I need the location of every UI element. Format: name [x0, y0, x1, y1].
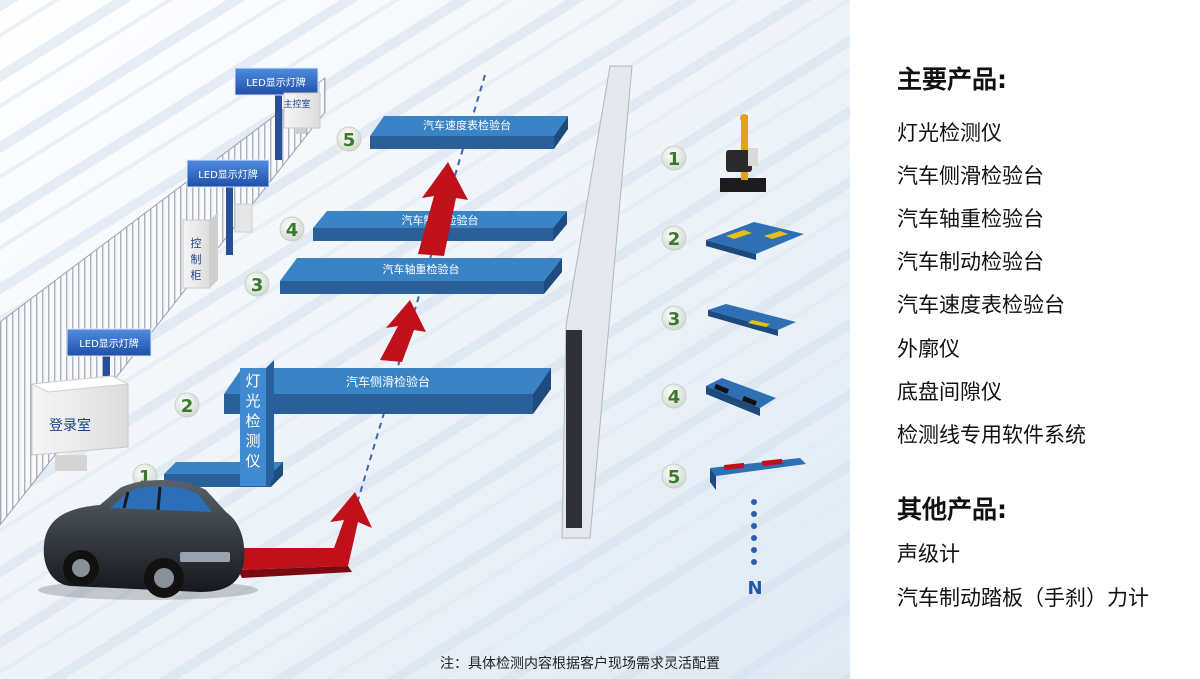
equipment-badge-5: 5	[661, 463, 687, 489]
main-product-item: 汽车轴重检验台	[897, 207, 1044, 231]
equipment-badge-3: 3	[661, 305, 687, 331]
step-badge-2: 2	[174, 392, 200, 418]
step-number: 4	[668, 387, 681, 408]
arrow-up-2	[418, 162, 468, 256]
step-number: 2	[668, 229, 681, 250]
equipment-badge-1: 1	[661, 145, 687, 171]
led-sign-top: LED显示灯牌	[234, 67, 319, 160]
main-control-room: 主控室	[283, 92, 321, 134]
control-cabinet-char: 控	[191, 236, 202, 250]
step-number: 2	[181, 396, 194, 417]
main-product-item: 汽车速度表检验台	[897, 293, 1065, 317]
equipment-brake-tester	[706, 378, 776, 416]
other-product-item: 声级计	[897, 542, 960, 566]
login-room-label: 登录室	[49, 417, 91, 434]
step-number: 3	[251, 275, 264, 296]
main-product-item: 汽车侧滑检验台	[897, 164, 1044, 188]
main-product-item: 底盘间隙仪	[897, 380, 1002, 404]
platform-label-side-slip: 汽车侧滑检验台	[346, 374, 430, 389]
step-badge-5: 5	[336, 126, 362, 152]
light-tester-column: 灯 光 检 测 仪	[240, 360, 274, 486]
light-tester-char: 检	[245, 412, 260, 430]
step-number: 1	[668, 149, 681, 170]
light-tester-char: 测	[245, 432, 260, 450]
led-sign-middle: LED显示灯牌	[186, 159, 270, 255]
continuation-dots	[751, 499, 757, 565]
right-wall-dark-face	[566, 330, 582, 528]
equipment-side-slip-plate	[706, 222, 804, 260]
light-tester-char: 仪	[245, 452, 260, 470]
platform-side-slip: 汽车侧滑检验台	[224, 368, 551, 414]
control-cabinet: 控 制 柜	[182, 203, 253, 289]
inspection-line-diagram: 汽车侧滑检验台 灯 光 检 测 仪 汽车轴重检验台 汽车制动检验台 汽车速度表检…	[0, 0, 850, 679]
step-number: 5	[668, 467, 681, 488]
light-tester-char: 光	[245, 392, 260, 410]
car	[38, 480, 258, 600]
end-label-n: N	[747, 578, 762, 599]
other-product-item: 汽车制动踏板（手刹）力计	[897, 586, 1149, 610]
equipment-axle-weight-plate	[708, 304, 796, 336]
main-product-item: 汽车制动检验台	[897, 250, 1044, 274]
main-product-item: 检测线专用软件系统	[897, 423, 1086, 447]
control-cabinet-char: 柜	[191, 269, 202, 282]
platform-axle-weight: 汽车轴重检验台	[280, 258, 562, 294]
led-sign-label: LED显示灯牌	[79, 337, 139, 350]
step-number: 4	[286, 220, 299, 241]
main-product-item: 外廓仪	[897, 337, 960, 361]
light-tester-char: 灯	[245, 372, 260, 390]
led-sign-bottom: LED显示灯牌	[66, 328, 152, 376]
equipment-light-tester	[720, 114, 766, 192]
step-number: 5	[343, 130, 356, 151]
equipment-badge-2: 2	[661, 225, 687, 251]
led-sign-label: LED显示灯牌	[198, 168, 258, 181]
main-products-title: 主要产品:	[897, 65, 1007, 94]
login-room: 登录室	[30, 375, 130, 471]
equipment-badge-4: 4	[661, 383, 687, 409]
arrow-car-to-line	[238, 492, 372, 578]
arrow-up-1	[380, 300, 426, 362]
control-cabinet-char: 制	[191, 253, 202, 266]
led-sign-label: LED显示灯牌	[246, 76, 306, 89]
step-badge-3: 3	[244, 271, 270, 297]
step-number: 3	[668, 309, 681, 330]
main-control-room-label: 主控室	[283, 98, 310, 110]
equipment-speedometer-tester	[710, 458, 806, 490]
platform-label-speedometer: 汽车速度表检验台	[423, 118, 511, 132]
path-line	[354, 74, 486, 511]
platform-label-axle-weight: 汽车轴重检验台	[383, 262, 460, 276]
platform-speedometer: 汽车速度表检验台	[370, 116, 568, 149]
footnote: 注：具体检测内容根据客户现场需求灵活配置	[440, 655, 720, 672]
other-products-title: 其他产品:	[897, 495, 1007, 524]
step-badge-4: 4	[279, 216, 305, 242]
main-product-item: 灯光检测仪	[897, 121, 1002, 145]
